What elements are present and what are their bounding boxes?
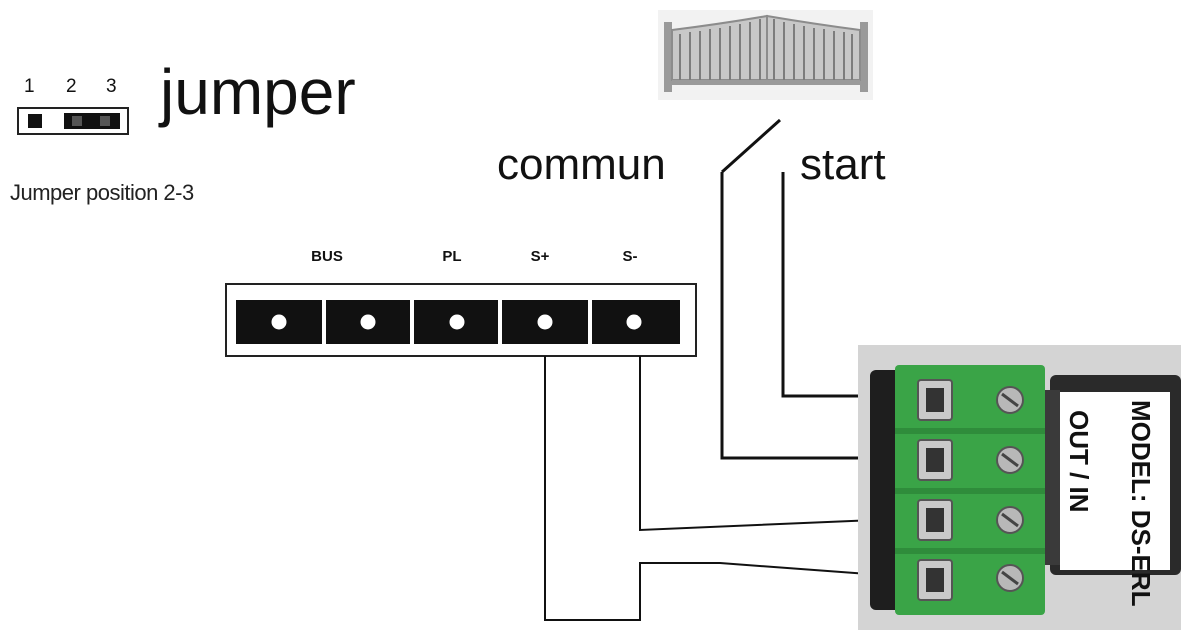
jumper-pin-2: 2	[66, 76, 77, 97]
terminal-label-pl: PL	[442, 248, 462, 265]
ds-erl-module: MODEL: DS-ERL OUT / IN	[858, 345, 1181, 630]
module-port-text: OUT / IN	[1064, 410, 1094, 513]
terminal-label-s-plus: S+	[530, 248, 550, 265]
gate-icon	[658, 10, 873, 100]
jumper-pin-1: 1	[24, 76, 35, 97]
terminal-label-bus: BUS	[311, 248, 343, 265]
signal-wires	[544, 356, 923, 621]
terminal-screw-5	[625, 313, 643, 331]
switch-start-label: start	[800, 140, 886, 189]
jumper-position-text: Jumper position 2-3	[10, 180, 194, 205]
terminal-screw-4	[536, 313, 554, 331]
terminal-screw-1	[270, 313, 288, 331]
terminal-block	[225, 283, 697, 357]
module-model-text: MODEL: DS-ERL	[1126, 400, 1156, 607]
jumper-pin-3: 3	[106, 76, 117, 97]
jumper-icon	[17, 107, 129, 135]
terminal-screw-2	[359, 313, 377, 331]
jumper-title: jumper	[160, 56, 356, 128]
switch-commun-label: commun	[497, 140, 666, 189]
terminal-label-s-minus: S-	[622, 248, 638, 265]
terminal-screw-3	[448, 313, 466, 331]
